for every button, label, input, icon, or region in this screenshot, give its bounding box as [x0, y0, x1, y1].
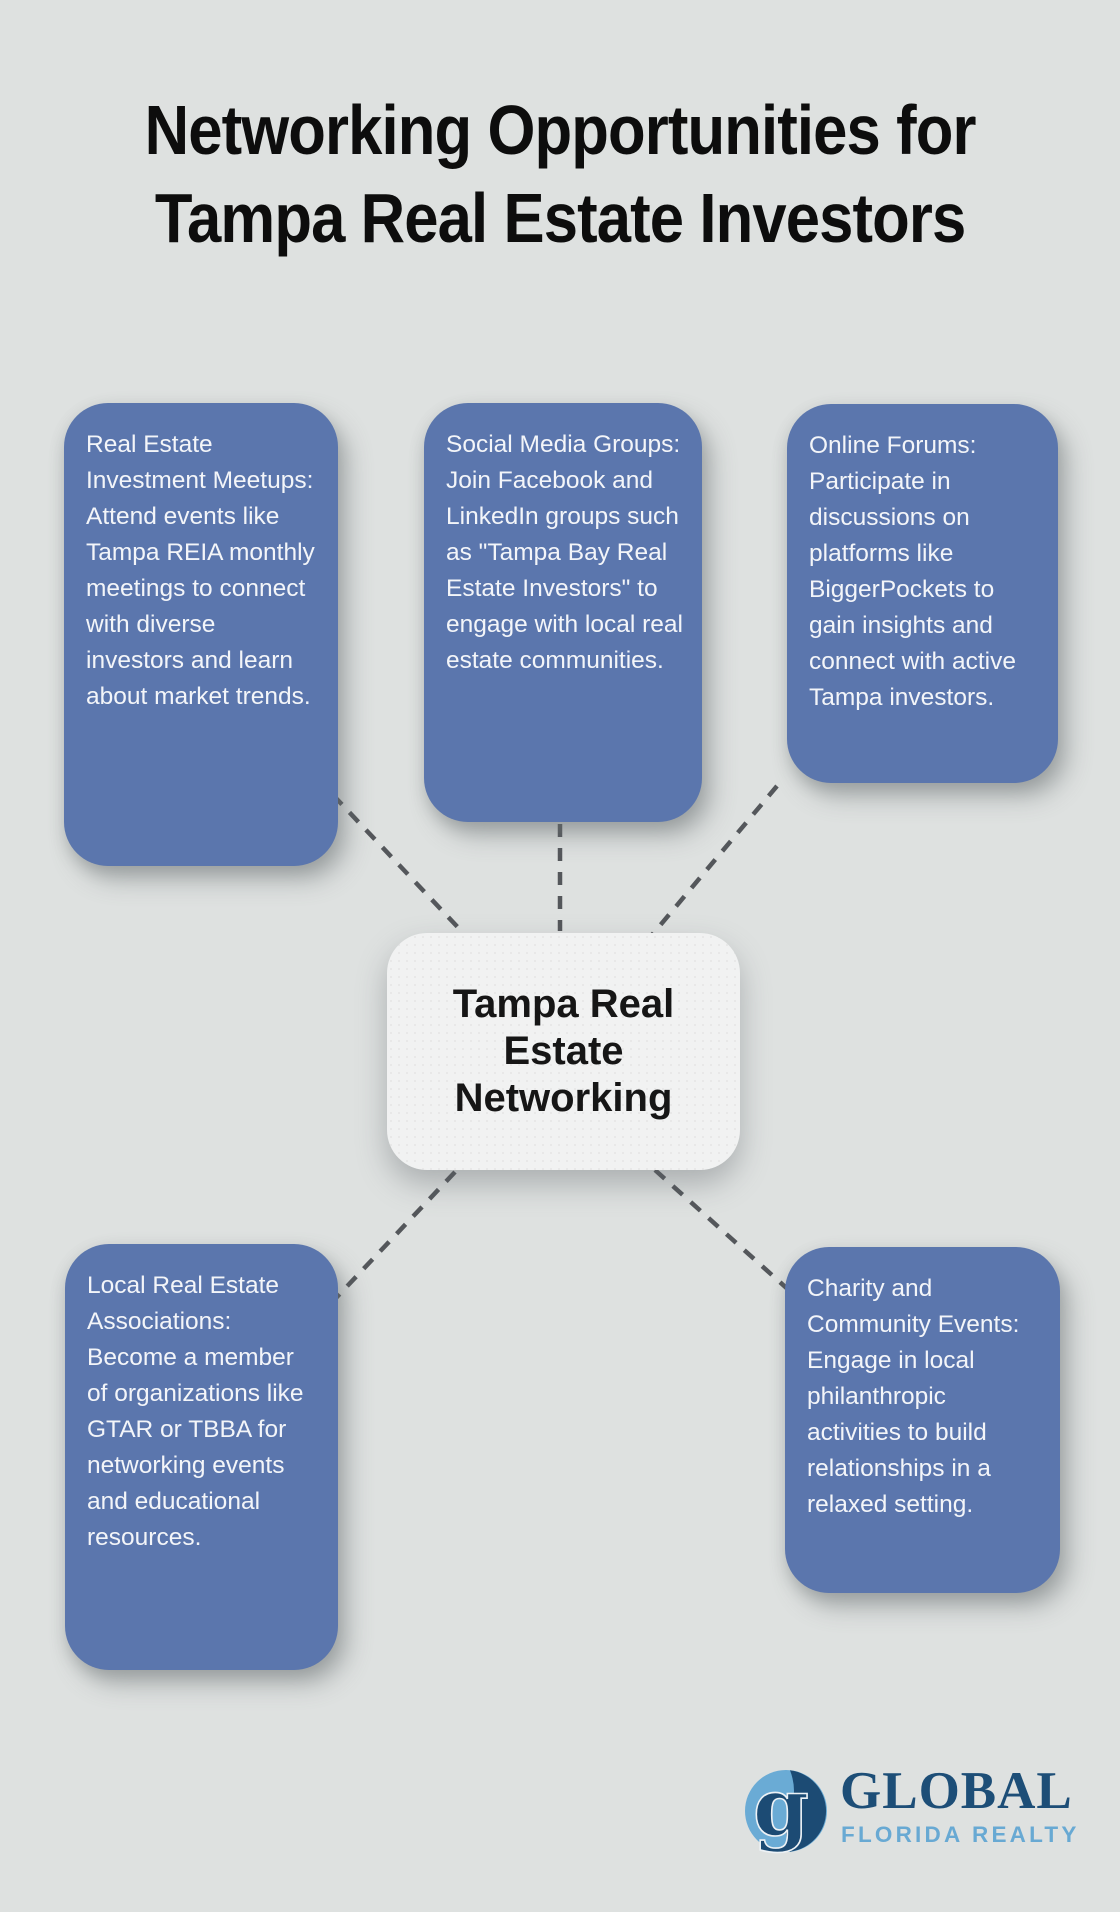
connector-charity [653, 1168, 794, 1295]
node-text: Social Media Groups: Join Facebook and L… [446, 431, 683, 674]
connector-associations [334, 1170, 457, 1300]
center-node-label: Tampa Real Estate Networking [452, 982, 675, 1120]
node-text: Real Estate Investment Meetups: Attend e… [86, 431, 315, 710]
node-charity-community-events: Charity and Community Events: Engage in … [785, 1247, 1060, 1593]
global-florida-realty-logo: g GLOBAL FLORIDA REALTY [740, 1765, 1085, 1865]
connector-meetups [331, 793, 470, 940]
node-text: Charity and Community Events: Engage in … [807, 1275, 1020, 1518]
page-title-line-2: Tampa Real Estate Investors [154, 179, 966, 257]
svg-text:g: g [753, 1765, 809, 1854]
page-title: Networking Opportunities for Tampa Real … [0, 86, 1120, 262]
center-node-tampa-real-estate-networking: Tampa Real Estate Networking [387, 933, 740, 1170]
node-text: Online Forums: Participate in discussion… [809, 432, 1016, 711]
node-real-estate-investment-meetups: Real Estate Investment Meetups: Attend e… [64, 403, 338, 866]
logo-wordmark: GLOBAL [840, 1762, 1073, 1820]
node-social-media-groups: Social Media Groups: Join Facebook and L… [424, 403, 702, 822]
node-text: Local Real Estate Associations: Become a… [87, 1272, 304, 1551]
logo-subtitle: FLORIDA REALTY [841, 1822, 1080, 1847]
page-title-line-1: Networking Opportunities for [144, 91, 977, 169]
node-local-real-estate-associations: Local Real Estate Associations: Become a… [65, 1244, 338, 1670]
connector-online-forums [650, 784, 779, 937]
logo-g-icon: g [745, 1765, 827, 1855]
node-online-forums: Online Forums: Participate in discussion… [787, 404, 1058, 783]
